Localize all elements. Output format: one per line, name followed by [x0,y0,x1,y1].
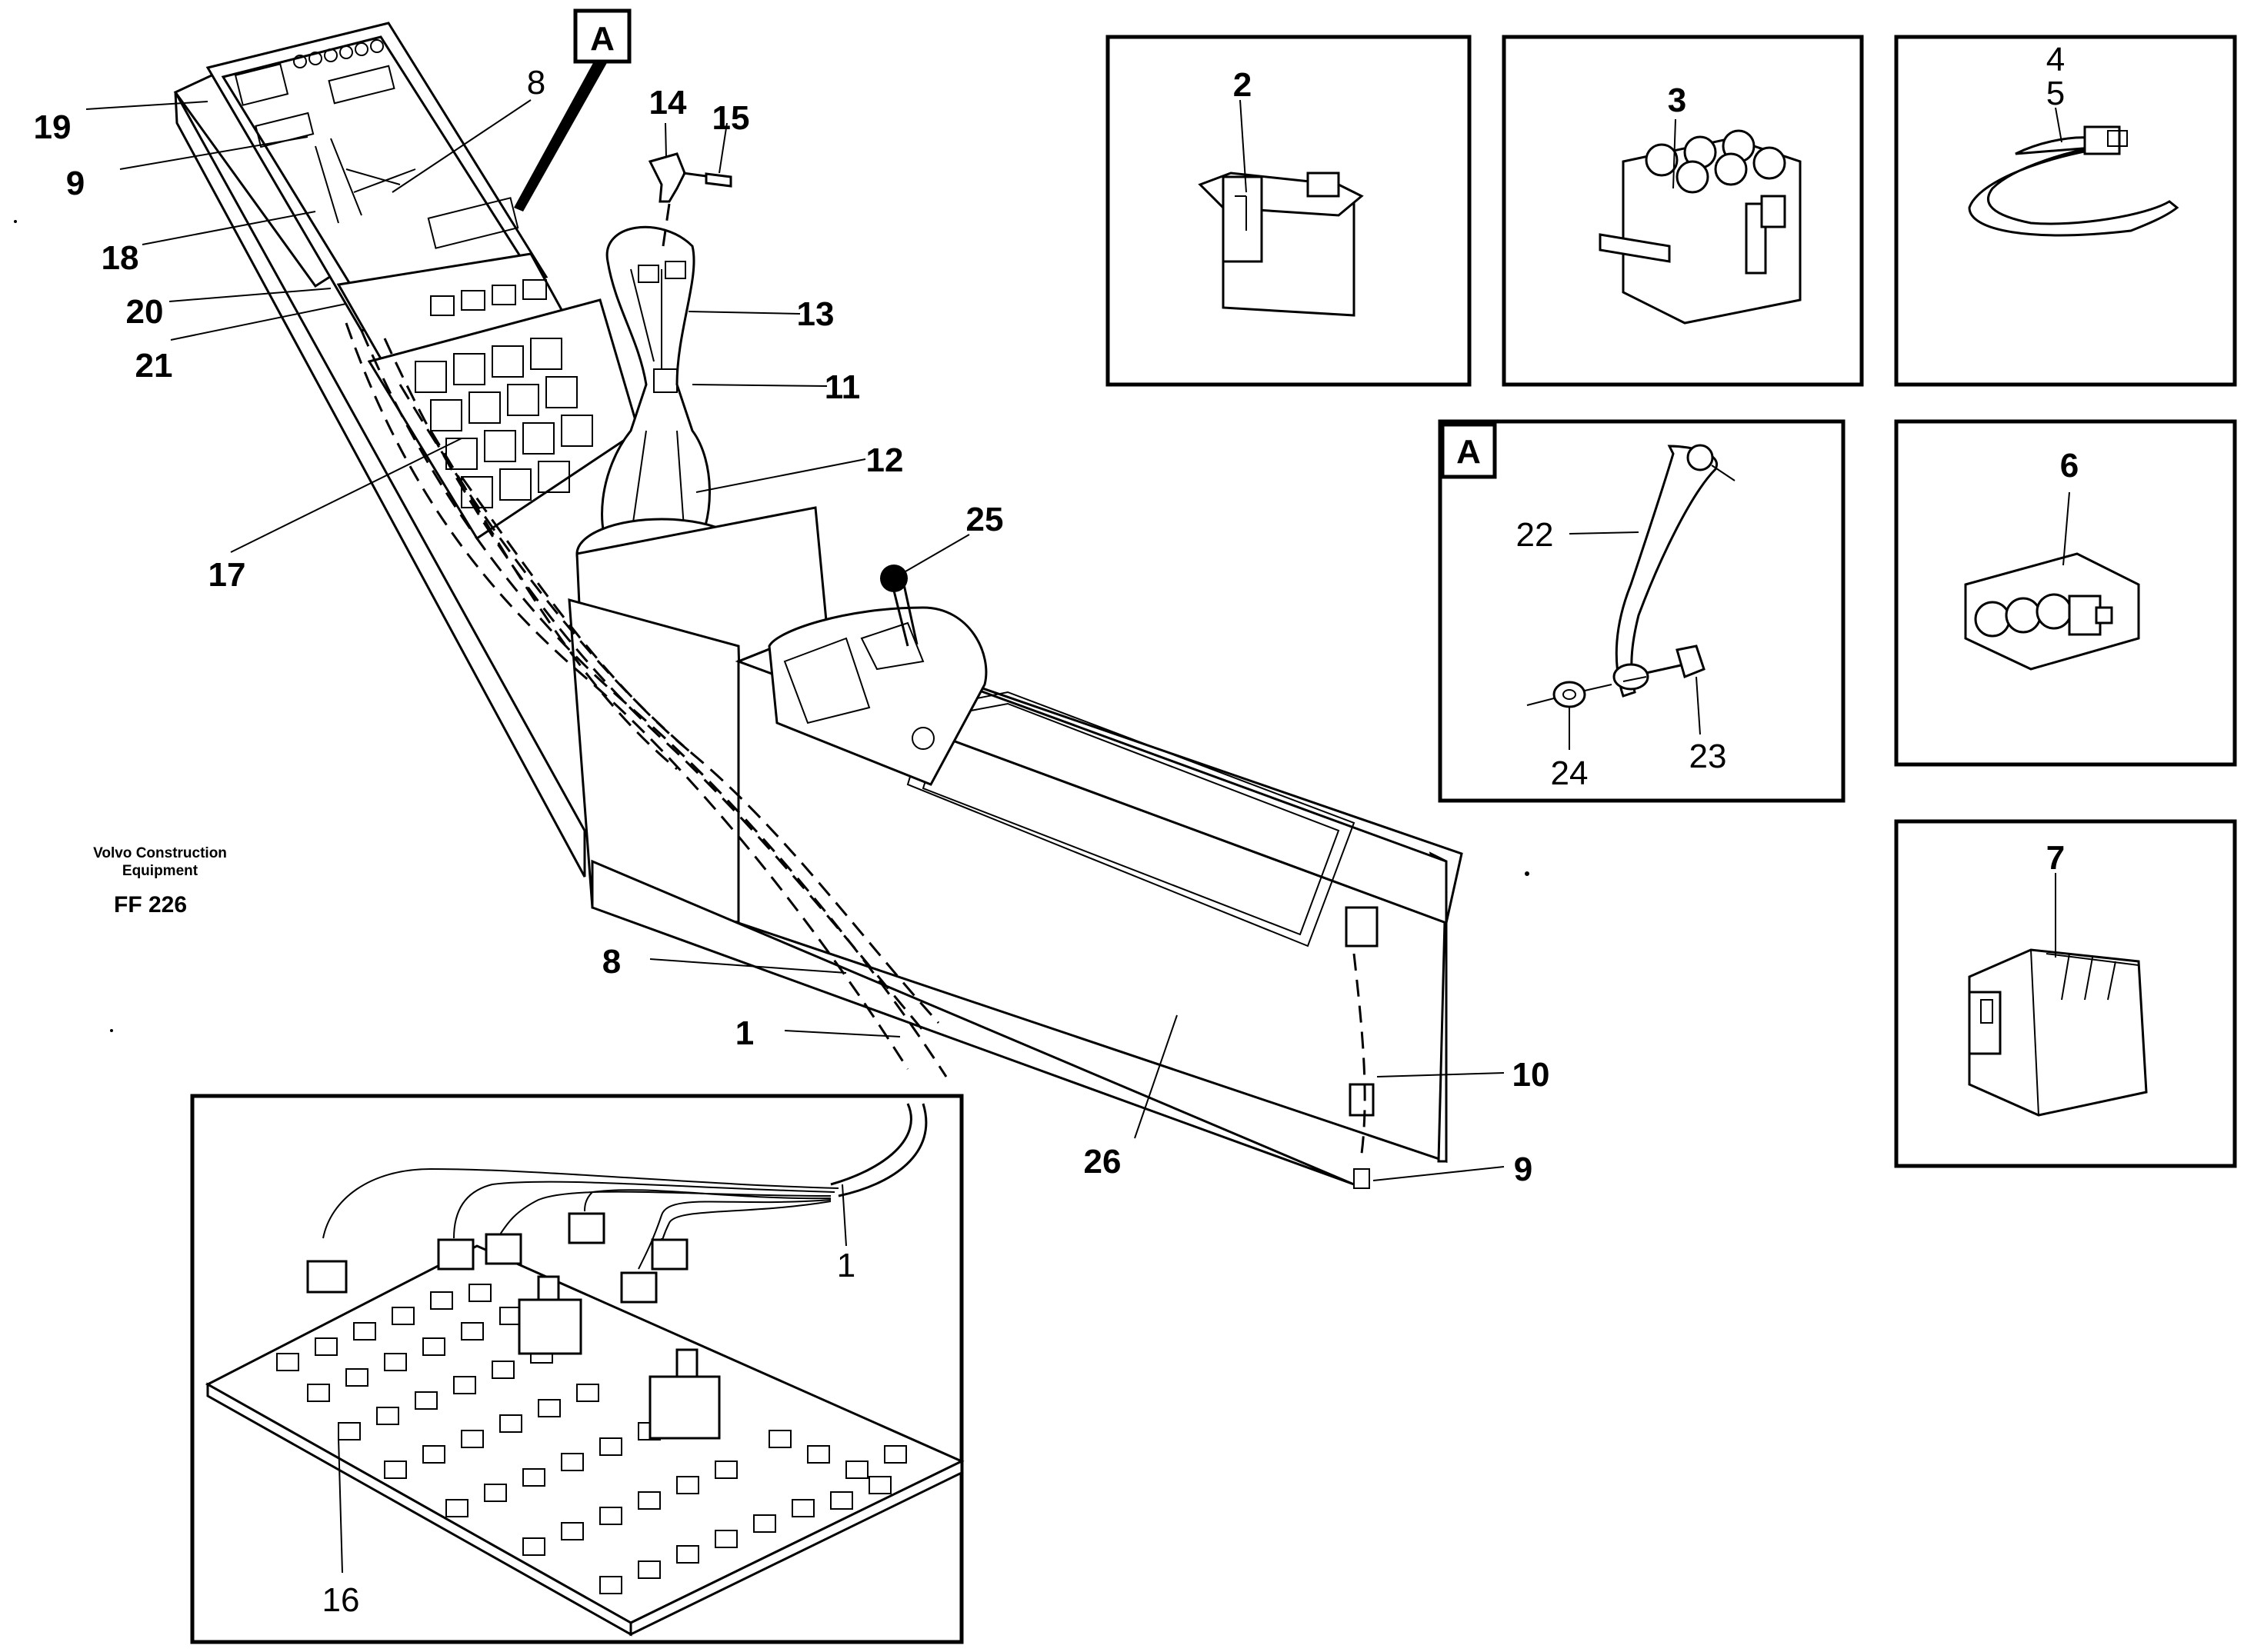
detail-a-marker-label: A [590,20,615,58]
part-22-earth-strap [1526,444,1736,708]
callout-8-lower: 8 [602,943,621,981]
callout-22: 22 [1516,516,1554,554]
callout-23: 23 [1689,738,1727,775]
caption: Volvo Construction Equipment FF 226 [93,845,227,918]
circuit-board [205,1103,965,1637]
callout-21: 21 [135,347,173,385]
callout-8-top: 8 [527,64,545,102]
callout-24: 24 [1551,754,1589,792]
callout-18: 18 [102,239,139,277]
callout-14: 14 [649,84,687,122]
part-4-5-cable-tie [1968,125,2179,237]
callout-1-inset: 1 [837,1247,855,1284]
knob-part-14 [648,152,732,247]
caption-code: FF 226 [114,892,187,918]
inset-detail-a [1438,419,1846,803]
callout-3: 3 [1668,82,1686,119]
callout-15: 15 [712,99,750,137]
caption-company: Volvo Construction [93,845,227,861]
callout-1-lower: 1 [735,1014,754,1052]
callout-9-top: 9 [66,165,85,202]
console-body [568,506,1463,1189]
callout-25: 25 [966,501,1004,538]
callout-13: 13 [797,295,835,333]
detail-a-pointer [514,8,632,211]
callout-17: 17 [208,556,246,594]
part-3-connector [1599,129,1802,325]
callout-2: 2 [1233,66,1252,104]
callout-6: 6 [2060,447,2079,485]
callout-12: 12 [866,441,904,479]
callout-4: 4 [2046,41,2065,78]
callout-16: 16 [322,1581,360,1619]
callout-26: 26 [1084,1143,1122,1181]
callout-5: 5 [2046,75,2065,112]
callout-11: 11 [825,368,861,406]
callout-9-bottom: 9 [1514,1151,1532,1188]
keypad-buttons [415,279,593,508]
wiring-harness [345,322,1366,1154]
callout-10: 10 [1512,1056,1550,1094]
detail-a-marker-box [1440,422,1497,479]
leader-lines [85,99,2070,1574]
part-6-plug [1964,552,2140,671]
inset-a-marker-label: A [1456,433,1481,471]
caption-company-line2: Equipment [122,863,198,879]
callout-20: 20 [126,293,164,331]
callout-19: 19 [34,108,72,146]
part-7-relay [1968,948,2148,1117]
callout-7: 7 [2046,839,2065,877]
part-2-relay-housing [1198,172,1364,317]
inset-part-4-5 [1894,35,2237,387]
instrument-panel [173,22,640,878]
